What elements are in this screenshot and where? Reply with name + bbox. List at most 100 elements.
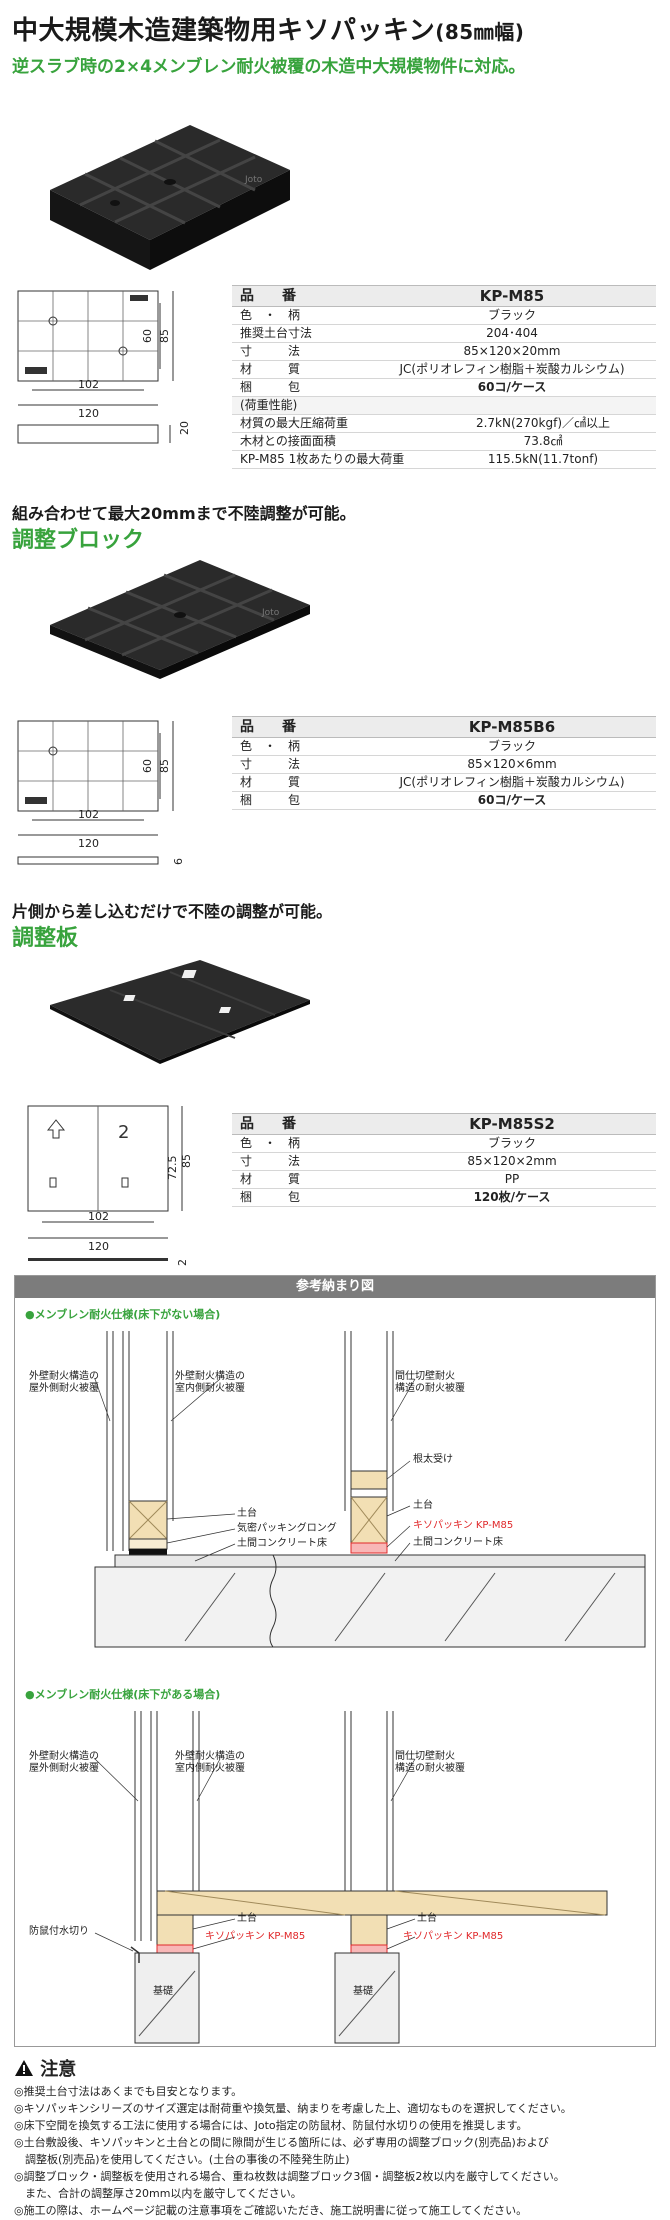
spec-value: 60コ/ケース bbox=[477, 793, 547, 807]
spec-value: 120枚/ケース bbox=[473, 1190, 551, 1204]
spec-key: 寸 法 bbox=[240, 1154, 301, 1168]
case2-label-drip: 防鼠付水切り bbox=[29, 1926, 89, 1937]
spec-key: 材 質 bbox=[240, 362, 301, 376]
spec-key: 材 質 bbox=[240, 775, 301, 789]
dim-h2: 85 bbox=[158, 329, 171, 343]
dim-t: 6 bbox=[172, 858, 185, 865]
spec-key: 梱 包 bbox=[240, 1190, 301, 1204]
spec-key: 材質の最大圧縮荷重 bbox=[240, 416, 349, 430]
caution-item: ◎推奨土台寸法はあくまでも目安となります。 bbox=[14, 2085, 243, 2098]
drawing-kp-m85: 60 85 102 120 20 bbox=[17, 290, 191, 444]
case2-caption: ●メンブレン耐火仕様(床下がある場合) bbox=[25, 1688, 221, 1701]
spec-head-key: 品 番 bbox=[240, 288, 296, 304]
spec-model: KP-M85S2 bbox=[469, 1115, 555, 1133]
page-title: 中大規模木造建築物用キソパッキン(85㎜幅) bbox=[12, 10, 524, 47]
spec-table-kp-m85s2: 品 番 KP-M85S2 色 ・ 柄ブラック 寸 法 85×120×2mm 材 質… bbox=[232, 1113, 656, 1207]
spec-key: 色 ・ 柄 bbox=[240, 308, 301, 322]
spec-value: 85×120×2mm bbox=[467, 1154, 557, 1168]
dim-w2: 120 bbox=[78, 837, 99, 850]
case2-label-dodai-r: 土台 bbox=[417, 1913, 437, 1924]
caution-item: ◎キソパッキンシリーズのサイズ選定は耐荷重や換気量、納まりを考慮した上、適切なも… bbox=[14, 2102, 572, 2115]
spec-key: KP-M85 1枚あたりの最大荷重 bbox=[240, 452, 405, 466]
case2-drawing bbox=[94, 1711, 608, 2044]
section-lead-block: 組み合わせて最大20mmまで不陸調整が可能。 bbox=[12, 504, 356, 523]
dim-t: 20 bbox=[178, 421, 191, 435]
case2-label-dodai-l: 土台 bbox=[237, 1913, 257, 1924]
case1-drawing bbox=[94, 1331, 646, 1648]
spec-value: 2.7kN(270kgf)／㎠以上 bbox=[475, 416, 611, 430]
dim-w2: 120 bbox=[78, 407, 99, 420]
dim-h1: 72.5 bbox=[166, 1156, 179, 1181]
spec-key: 材 質 bbox=[240, 1172, 301, 1186]
case2-label-ext-out: 外壁耐火構造の屋外側耐火被覆 bbox=[29, 1751, 99, 1774]
spec-head: 品 番 KP-M85 bbox=[232, 285, 656, 307]
caution-item: また、合計の調整厚さ20mm以内を厳守してください。 bbox=[14, 2187, 302, 2200]
caution-list: ◎推奨土台寸法はあくまでも目安となります。 ◎キソパッキンシリーズのサイズ選定は… bbox=[14, 2083, 660, 2219]
spec-value: JC(ポリオレフィン樹脂＋炭酸カルシウム) bbox=[399, 362, 625, 376]
spec-value: ブラック bbox=[487, 1136, 536, 1150]
case1-label-dodai-l: 土台 bbox=[237, 1508, 257, 1519]
dim-w2: 120 bbox=[88, 1240, 109, 1253]
caution-item: ◎床下空間を換気する工法に使用する場合には、Joto指定の防鼠材、防鼠付水切りの… bbox=[14, 2119, 528, 2132]
page-subtitle: 逆スラブ時の2×4メンブレン耐火被覆の木造中大規模物件に対応。 bbox=[12, 57, 526, 77]
spec-row: 材 質 JC(ポリオレフィン樹脂＋炭酸カルシウム) bbox=[232, 774, 656, 792]
drawing-kp-m85s2: 2 72.5 85 102 120 2 bbox=[27, 1105, 193, 1266]
caution-item: ◎調整ブロック・調整板を使用される場合、重ね枚数は調整ブロック3個・調整板2枚以… bbox=[14, 2170, 565, 2183]
svg-text:Joto: Joto bbox=[261, 608, 280, 618]
product-photo-kp-m85b6: Joto bbox=[50, 560, 310, 679]
spec-value: JC(ポリオレフィン樹脂＋炭酸カルシウム) bbox=[399, 775, 625, 789]
case2-label-kp-l: キソパッキン KP-M85 bbox=[205, 1931, 306, 1942]
spec-value: ブラック bbox=[487, 308, 536, 322]
spec-key: 寸 法 bbox=[240, 344, 301, 358]
reference-diagram: 参考納まり図 ●メンブレン耐火仕様(床下がない場合) bbox=[14, 1275, 656, 2047]
case1-label-dodai-r: 土台 bbox=[413, 1500, 433, 1511]
dim-h1: 60 bbox=[141, 759, 154, 773]
case1-label-concrete-r: 土間コンクリート床 bbox=[413, 1537, 503, 1548]
caution-title: 注意 bbox=[40, 2059, 77, 2080]
spec-row: 梱 包 120枚/ケース bbox=[232, 1189, 656, 1207]
case2-label-kiso-r: 基礎 bbox=[353, 1986, 373, 1997]
spec-key: 寸 法 bbox=[240, 757, 301, 771]
spec-row: 色 ・ 柄ブラック bbox=[232, 738, 656, 756]
case1-caption: ●メンブレン耐火仕様(床下がない場合) bbox=[25, 1308, 221, 1321]
section-lead-plate: 片側から差し込むだけで不陸の調整が可能。 bbox=[12, 902, 333, 921]
section-name-block: 調整ブロック bbox=[12, 528, 145, 553]
spec-row: 材 質 PP bbox=[232, 1171, 656, 1189]
dim-w1: 102 bbox=[88, 1210, 109, 1223]
dim-w1: 102 bbox=[78, 378, 99, 391]
dim-h1: 60 bbox=[141, 329, 154, 343]
product-photo-kp-m85s2 bbox=[50, 960, 310, 1064]
case2-label-kiso-l: 基礎 bbox=[153, 1986, 173, 1997]
spec-head: 品 番 KP-M85S2 bbox=[232, 1113, 656, 1135]
dim-w1: 102 bbox=[78, 808, 99, 821]
caution-item: ◎土台敷設後、キソパッキンと土台との間に隙間が生じる箇所には、必ず専用の調整ブロ… bbox=[14, 2136, 549, 2149]
spec-key: 木材との接面面積 bbox=[240, 434, 336, 448]
spec-key: 色 ・ 柄 bbox=[240, 739, 301, 753]
spec-value: PP bbox=[504, 1172, 520, 1186]
spec-perf-row: 材質の最大圧縮荷重 2.7kN(270kgf)／㎠以上 bbox=[232, 415, 656, 433]
drawing-kp-m85b6: 60 85 102 120 6 bbox=[17, 720, 185, 865]
case1-label-ext-out: 外壁耐火構造の屋外側耐火被覆 bbox=[29, 1371, 99, 1394]
case1-label-airtight: 気密パッキングロング bbox=[237, 1523, 337, 1534]
spec-perf-title: (荷重性能) bbox=[240, 398, 298, 412]
plate-number: 2 bbox=[118, 1122, 129, 1143]
title-main: 中大規模木造建築物用キソパッキン bbox=[12, 16, 436, 46]
case1-label-concrete-l: 土間コンクリート床 bbox=[237, 1538, 327, 1549]
dim-h2: 85 bbox=[158, 759, 171, 773]
spec-head-key: 品 番 bbox=[240, 1116, 296, 1132]
spec-model: KP-M85 bbox=[479, 287, 545, 305]
spec-perf-title-row: (荷重性能) bbox=[232, 397, 656, 415]
case2-label-kp-r: キソパッキン KP-M85 bbox=[403, 1931, 504, 1942]
caution-item: 調整板(別売品)を使用してください。(土台の事後の不陸発生防止) bbox=[14, 2153, 350, 2166]
spec-row: 色 ・ 柄ブラック bbox=[232, 1135, 656, 1153]
spec-key: 梱 包 bbox=[240, 793, 301, 807]
spec-head: 品 番 KP-M85B6 bbox=[232, 716, 656, 738]
svg-text:Joto: Joto bbox=[244, 175, 263, 185]
diagram-title: 参考納まり図 bbox=[15, 1276, 655, 1298]
